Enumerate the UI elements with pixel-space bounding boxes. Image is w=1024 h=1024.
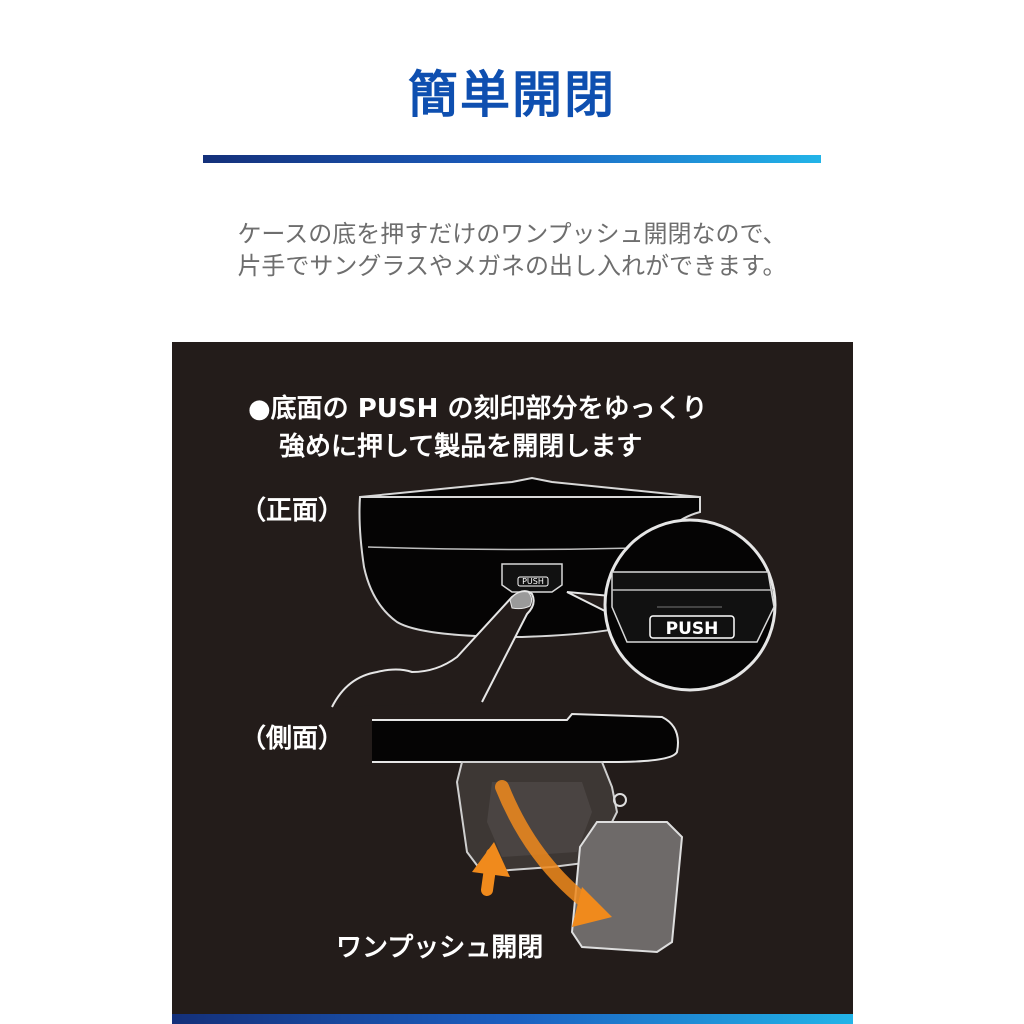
push-zoom-callout: PUSH — [566, 518, 777, 692]
title-underline — [203, 155, 821, 163]
side-view-case — [372, 712, 684, 954]
finger-illustration — [331, 590, 535, 708]
instruction-text: ●底面の PUSH の刻印部分をゆっくり 強めに押して製品を開閉します — [248, 390, 707, 466]
illustration-drawing: PUSH PUSH — [331, 476, 777, 954]
illustration-panel: PUSH PUSH ● — [172, 342, 853, 1024]
front-view-label: （正面） — [240, 496, 345, 526]
instruction-line-1: ●底面の PUSH の刻印部分をゆっくり — [248, 394, 708, 424]
page-title: 簡単開閉 — [408, 66, 616, 124]
panel-bottom-bar — [172, 1014, 853, 1024]
description: ケースの底を押すだけのワンプッシュ開閉なので、 片手でサングラスやメガネの出し入… — [0, 218, 1024, 282]
one-push-label: ワンプッシュ開閉 — [336, 933, 544, 963]
description-line-1: ケースの底を押すだけのワンプッシュ開閉なので、 — [237, 220, 787, 248]
push-button-small: PUSH — [522, 577, 544, 586]
instruction-line-2: 強めに押して製品を開閉します — [279, 432, 643, 462]
description-line-2: 片手でサングラスやメガネの出し入れができます。 — [237, 252, 787, 280]
side-view-label: （側面） — [240, 724, 345, 754]
push-button-zoom: PUSH — [666, 619, 719, 639]
